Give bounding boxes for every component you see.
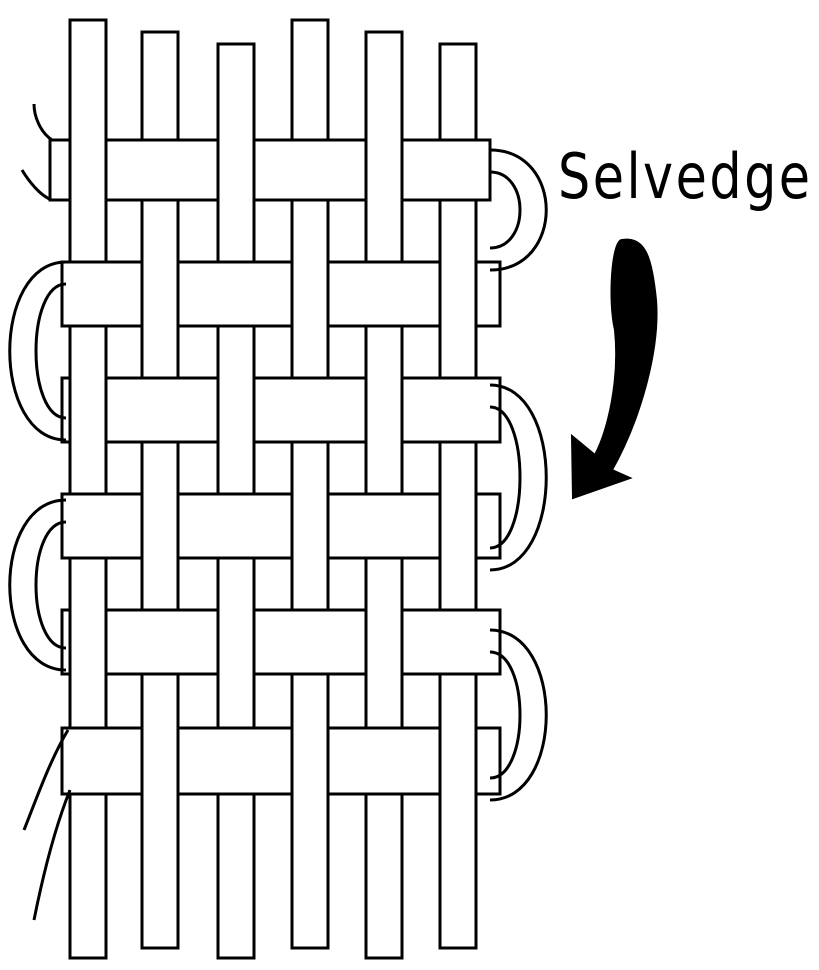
warp-crossing-fill — [442, 726, 475, 796]
warp-crossing-fill — [368, 376, 401, 444]
loose-weft-end — [34, 104, 52, 140]
loose-weft-end — [22, 170, 52, 200]
warp-crossing-fill — [368, 608, 401, 676]
warp-crossing-fill — [442, 492, 475, 560]
warp-crossing-fill — [294, 260, 327, 328]
warp-crossing-fill — [144, 726, 177, 796]
warp-crossing-fill — [442, 260, 475, 328]
warp-crossing-fill — [368, 138, 401, 202]
weft-thread — [62, 262, 500, 326]
weft-thread — [62, 378, 500, 442]
selvedge-label: Selvedge — [558, 140, 813, 213]
warp-crossing-fill — [220, 138, 253, 202]
loose-weft-end — [34, 790, 70, 920]
warp-crossing-fill — [220, 376, 253, 444]
weft-thread — [62, 494, 500, 558]
selvedge-loop-right-inner — [490, 172, 520, 248]
selvedge-arrow — [572, 240, 657, 498]
warp-crossing-fill — [72, 138, 105, 202]
warp-crossing-fill — [144, 492, 177, 560]
weft-threads — [50, 138, 500, 796]
selvedge-loop-left — [10, 262, 66, 440]
warp-crossing-fill — [220, 608, 253, 676]
warp-crossing-fill — [144, 260, 177, 328]
warp-crossing-fill — [72, 608, 105, 676]
weft-thread — [50, 140, 490, 200]
weft-thread — [62, 728, 500, 794]
warp-crossing-fill — [72, 376, 105, 444]
warp-crossing-fill — [294, 726, 327, 796]
selvedge-loop-right — [490, 150, 546, 270]
warp-crossing-fill — [294, 492, 327, 560]
weft-thread — [62, 610, 500, 674]
